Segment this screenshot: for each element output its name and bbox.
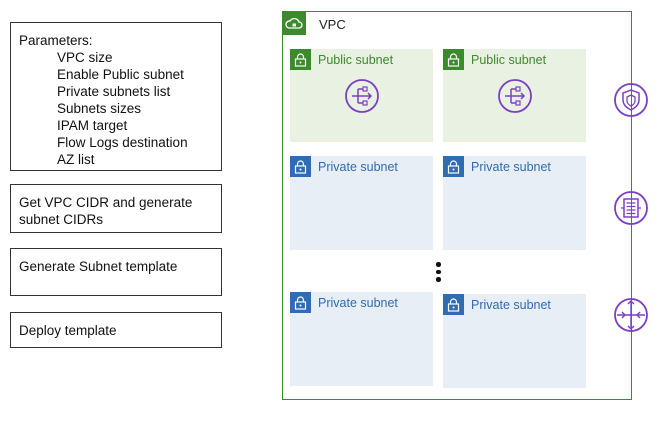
step-generate-template-box: Generate Subnet template (10, 248, 222, 296)
step-get-cidr-box: Get VPC CIDR and generate subnet CIDRs (10, 184, 222, 233)
nat-gateway-icon (344, 78, 380, 119)
parameters-box: Parameters: VPC size Enable Public subne… (10, 22, 222, 171)
subnet-label: Public subnet (318, 53, 394, 67)
step-label: Get VPC CIDR and generate subnet CIDRs (19, 195, 193, 227)
parameter-item: IPAM target (57, 118, 128, 133)
public-subnet-1: Public subnet (290, 49, 433, 142)
step-label: Generate Subnet template (19, 259, 178, 274)
lock-icon (443, 49, 464, 70)
parameter-item: Flow Logs destination (57, 135, 188, 150)
subnet-label: Public subnet (471, 53, 547, 67)
parameter-item: VPC size (57, 50, 113, 65)
lock-icon (290, 156, 311, 177)
flow-logs-shield-icon (613, 82, 649, 123)
ipam-icon (613, 190, 649, 231)
ellipsis-dots (436, 262, 442, 285)
vpc-label: VPC (319, 17, 346, 32)
subnet-label: Private subnet (471, 298, 551, 312)
parameter-item: Enable Public subnet (57, 67, 184, 82)
subnet-label: Private subnet (318, 296, 398, 310)
lock-icon (290, 49, 311, 70)
parameters-heading: Parameters: (19, 33, 93, 48)
parameter-item: Private subnets list (57, 84, 171, 99)
step-deploy-box: Deploy template (10, 312, 222, 348)
subnet-label: Private subnet (318, 160, 398, 174)
parameter-item: Subnets sizes (57, 101, 142, 116)
parameter-item: AZ list (57, 152, 95, 167)
private-subnet-2: Private subnet (443, 156, 586, 250)
public-subnet-2: Public subnet (443, 49, 586, 142)
lock-icon (290, 292, 311, 313)
lock-icon (443, 156, 464, 177)
vpc-container: VPC (282, 11, 632, 400)
subnet-label: Private subnet (471, 160, 551, 174)
private-subnet-4: Private subnet (443, 294, 586, 388)
router-icon (613, 297, 649, 338)
lock-icon (443, 294, 464, 315)
nat-gateway-icon (497, 78, 533, 119)
cloud-lock-icon (282, 11, 306, 35)
step-label: Deploy template (19, 323, 117, 338)
private-subnet-3: Private subnet (290, 292, 433, 386)
private-subnet-1: Private subnet (290, 156, 433, 250)
